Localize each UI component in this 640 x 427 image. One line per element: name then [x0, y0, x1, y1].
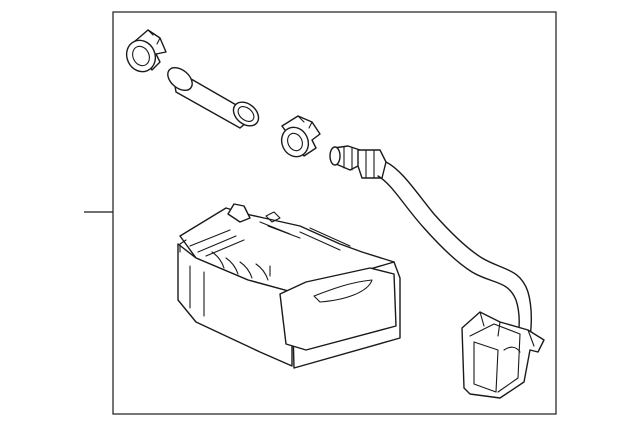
diagram-frame: [112, 11, 557, 415]
vent-hose: [167, 66, 260, 129]
mounting-bracket: [461, 311, 545, 399]
charcoal-canister: [177, 203, 401, 369]
vapor-tube: [329, 145, 533, 340]
hose-clamp-1: [125, 29, 167, 73]
hose-clamp-2: [280, 115, 321, 158]
